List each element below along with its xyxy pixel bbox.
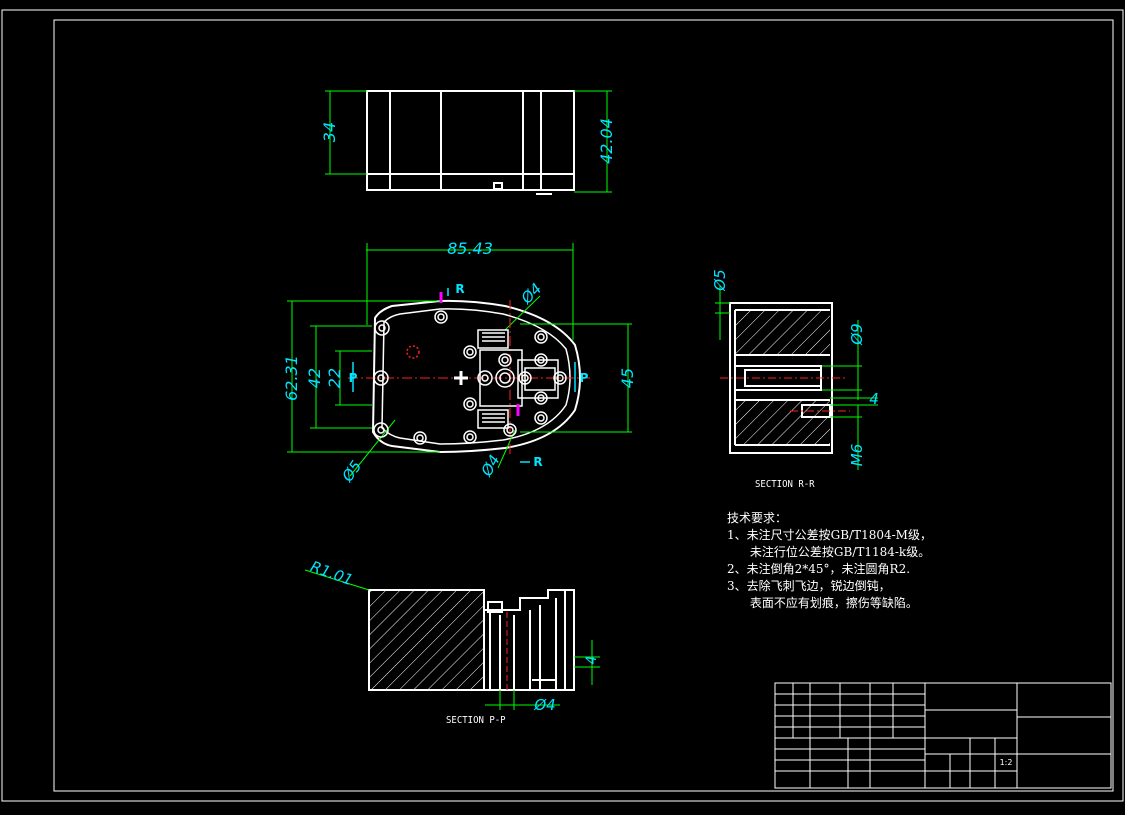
dim-45: 45 xyxy=(618,368,637,388)
dim-4-pp: 4 xyxy=(584,656,600,665)
requirement-line-4: 3、去除飞刺飞边，锐边倒钝， xyxy=(727,579,891,593)
dim-62-31: 62.31 xyxy=(282,355,301,401)
plan-view xyxy=(287,243,632,477)
section-rr-view xyxy=(715,285,878,470)
dim-dia9-rr: Ø9 xyxy=(848,323,866,345)
requirement-line-1: 1、未注尺寸公差按GB/T1804-M级， xyxy=(727,528,932,542)
dim-dia4-bottom: Ø4 xyxy=(477,452,504,480)
dim-r1-01: R1.01 xyxy=(308,557,355,589)
dim-dia5-rr: Ø5 xyxy=(711,269,729,291)
title-block xyxy=(774,682,1112,789)
section-rr-label: SECTION R-R xyxy=(755,479,815,491)
section-pp-label: SECTION P-P xyxy=(446,715,506,727)
dim-dia4-top: Ø4 xyxy=(517,280,546,309)
dim-m6-rr: M6 xyxy=(848,444,866,467)
dim-dia4-pp: Ø4 xyxy=(533,696,555,714)
top-view xyxy=(325,90,612,195)
dim-4-rr: 4 xyxy=(869,390,879,408)
marker-r-top: R xyxy=(455,282,464,296)
drawing-frame xyxy=(1,9,1124,802)
requirement-line-2: 未注行位公差按GB/T1184-k级。 xyxy=(727,545,931,559)
dim-85-43: 85.43 xyxy=(447,239,493,258)
dim-22: 22 xyxy=(325,368,344,388)
marker-p-left: P xyxy=(349,371,358,385)
dim-34: 34 xyxy=(320,122,339,142)
technical-requirements: 技术要求： 1、未注尺寸公差按GB/T1804-M级， 未注行位公差按GB/T1… xyxy=(727,510,932,612)
dim-42: 42 xyxy=(305,368,324,388)
marker-r-bottom: R xyxy=(533,455,542,469)
requirement-line-3: 2、未注倒角2*45°，未注圆角R2. xyxy=(727,562,911,576)
requirements-title: 技术要求： xyxy=(727,511,788,525)
section-pp-view xyxy=(304,569,600,710)
marker-p-right: P xyxy=(580,371,589,385)
dim-42-04: 42.04 xyxy=(597,118,616,164)
requirement-line-5: 表面不应有划痕，擦伤等缺陷。 xyxy=(727,596,918,610)
title-block-scale: 1:2 xyxy=(1000,758,1013,767)
